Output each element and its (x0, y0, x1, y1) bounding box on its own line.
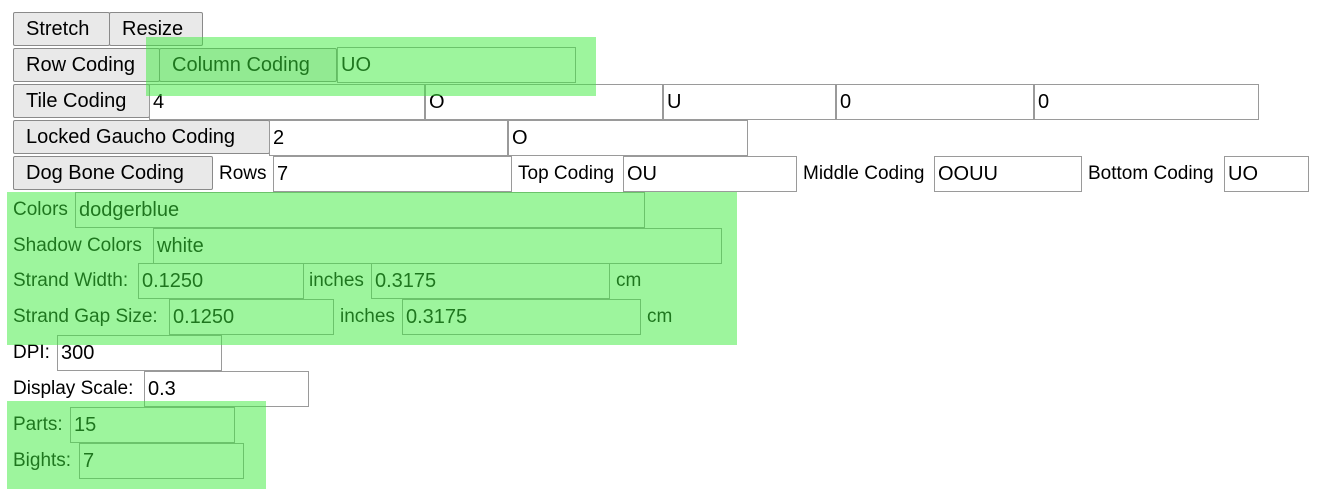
bights-input[interactable]: 7 (79, 443, 244, 479)
bights-label: Bights: (13, 450, 72, 471)
dog-bone-coding-button[interactable]: Dog Bone Coding (13, 156, 213, 190)
row-coding-button[interactable]: Row Coding (13, 48, 160, 82)
locked-gaucho-coding-button[interactable]: Locked Gaucho Coding (13, 120, 270, 154)
middle-coding-label: Middle Coding (803, 163, 925, 184)
bottom-coding-label: Bottom Coding (1088, 163, 1214, 184)
tile-coding-button[interactable]: Tile Coding (13, 84, 150, 118)
tile-coding-input-3[interactable]: U (663, 84, 836, 120)
middle-coding-input[interactable]: OOUU (934, 156, 1082, 192)
column-coding-input[interactable]: UO (337, 47, 576, 83)
top-coding-input[interactable]: OU (623, 156, 797, 192)
tile-coding-input-1[interactable]: 4 (149, 84, 425, 120)
resize-button[interactable]: Resize (109, 12, 203, 46)
bottom-coding-input[interactable]: UO (1224, 156, 1309, 192)
rows-input[interactable]: 7 (273, 156, 512, 192)
tile-coding-input-4[interactable]: 0 (836, 84, 1034, 120)
tile-coding-input-2[interactable]: O (425, 84, 663, 120)
parts-input[interactable]: 15 (70, 407, 235, 443)
strand-width-label: Strand Width: (13, 270, 129, 291)
strand-gap-cm-input[interactable]: 0.3175 (402, 299, 641, 335)
display-scale-label: Display Scale: (13, 378, 134, 399)
strand-width-cm-unit: cm (616, 270, 642, 291)
strand-gap-inches-unit: inches (340, 306, 395, 327)
top-coding-label: Top Coding (518, 163, 615, 184)
colors-input[interactable]: dodgerblue (75, 192, 645, 228)
column-coding-button[interactable]: Column Coding (159, 48, 337, 82)
strand-gap-inches-input[interactable]: 0.1250 (169, 299, 334, 335)
tile-coding-input-5[interactable]: 0 (1034, 84, 1259, 120)
colors-label: Colors (13, 199, 68, 220)
locked-gaucho-input-1[interactable]: 2 (269, 120, 508, 156)
locked-gaucho-input-2[interactable]: O (508, 120, 748, 156)
strand-width-inches-unit: inches (309, 270, 364, 291)
stretch-button[interactable]: Stretch (13, 12, 110, 46)
strand-width-inches-input[interactable]: 0.1250 (138, 263, 304, 299)
display-scale-input[interactable]: 0.3 (144, 371, 309, 407)
dpi-label: DPI: (13, 342, 50, 363)
strand-gap-label: Strand Gap Size: (13, 306, 158, 327)
shadow-colors-label: Shadow Colors (13, 235, 142, 256)
rows-label: Rows (219, 163, 267, 184)
strand-width-cm-input[interactable]: 0.3175 (371, 263, 610, 299)
parts-label: Parts: (13, 414, 63, 435)
shadow-colors-input[interactable]: white (153, 228, 722, 264)
dpi-input[interactable]: 300 (57, 335, 222, 371)
strand-gap-cm-unit: cm (647, 306, 673, 327)
